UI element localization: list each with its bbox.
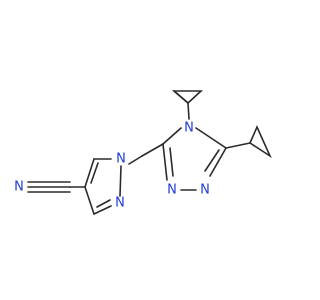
bond-cp-top-closure	[173, 90, 189, 104]
bond-tri-n4-c5	[195, 127, 227, 149]
bond-tri-n2-c3	[162, 143, 168, 181]
bond-n4-cp	[187, 102, 190, 120]
nitrile-nitrogen-label: N	[14, 180, 24, 195]
bond-ch2-triazole	[141, 143, 164, 157]
bond-tri-c5-n1	[209, 147, 227, 177]
bond-c5-cp	[225, 142, 251, 149]
bond-tri-c3-n4	[162, 127, 182, 145]
triazole-n2-label: N	[167, 183, 177, 198]
bond-pyr-n2-c3-inner	[96, 199, 111, 208]
triazole-n4-label: N	[184, 121, 194, 136]
bond-pyr-n1-n2	[119, 165, 122, 197]
bond-n1-ch2	[128, 155, 143, 165]
bond-pyr-c3-c4	[84, 186, 95, 215]
bond-pyr-n2-c3	[93, 205, 112, 215]
cyclopropyl-right	[248, 125, 272, 159]
triazole-n1-label: N	[200, 183, 210, 198]
bond-tri-c5-n1-inner	[204, 149, 220, 172]
cyclopropyl-top	[171, 90, 204, 105]
pyrazole-n2-label: N	[115, 196, 125, 211]
bond-tri-n2-c3-inner	[169, 147, 174, 177]
molecule-diagram: N N N N N N	[14, 90, 272, 215]
pyrazole-n1-label: N	[116, 152, 126, 167]
bond-pyr-c4-c5-inner	[90, 162, 99, 184]
structure-svg: N N N N N N	[14, 90, 272, 215]
bond-pyr-c4-c5	[84, 158, 95, 188]
